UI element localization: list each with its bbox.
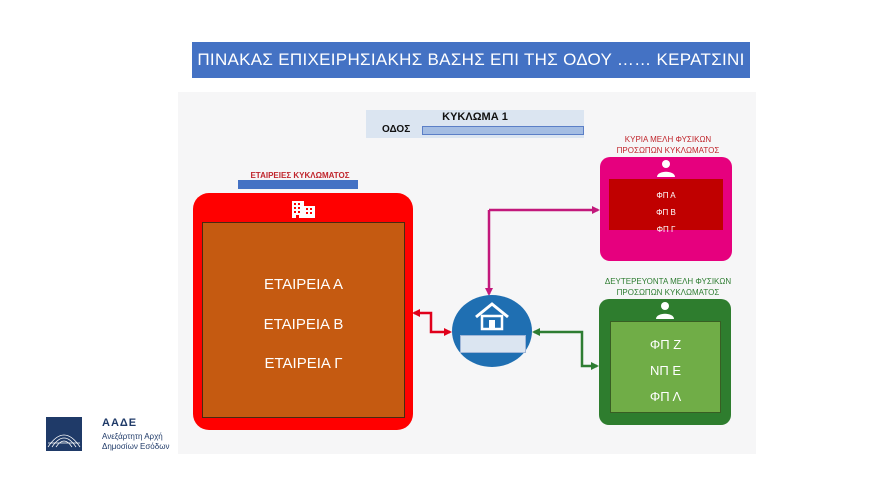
primary-member-item: ΦΠ Β: [656, 208, 676, 217]
circuit-title: ΚΥΚΛΩΜΑ 1: [442, 111, 508, 123]
hub-field: [460, 335, 526, 353]
secondary-members-label: ΔΕΥΤΕΡΕΥΟΝΤΑ ΜΕΛΗ ΦΥΣΙΚΩΝ ΠΡΟΣΩΠΩΝ ΚΥΚΛΩ…: [578, 276, 758, 298]
person-icon: [656, 302, 674, 319]
logo-name: ΑΑΔΕ: [102, 417, 138, 429]
road-label: ΟΔΟΣ: [382, 124, 411, 135]
secondary-members-list: ΦΠ Ζ ΝΠ Ε ΦΠ Λ: [610, 321, 721, 413]
circuit-header: ΚΥΚΛΩΜΑ 1 ΟΔΟΣ: [366, 110, 584, 138]
secondary-member-item: ΦΠ Λ: [649, 389, 682, 404]
primary-label-line1: ΚΥΡΙΑ ΜΕΛΗ ΦΥΣΙΚΩΝ: [624, 135, 712, 144]
aade-logo-icon: [46, 417, 82, 451]
companies-box: ΕΤΑΙΡΕΙΑ Α ΕΤΑΙΡΕΙΑ Β ΕΤΑΙΡΕΙΑ Γ: [193, 193, 413, 430]
road-field: [422, 126, 584, 135]
secondary-label-line1: ΔΕΥΤΕΡΕΥΟΝΤΑ ΜΕΛΗ ΦΥΣΙΚΩΝ: [604, 277, 732, 286]
logo-subtitle-line2: Δημοσίων Εσόδων: [102, 442, 170, 451]
secondary-member-item: ΝΠ Ε: [649, 363, 682, 378]
aade-logo: ΑΑΔΕ Ανεξάρτητη Αρχή Δημοσίων Εσόδων: [46, 417, 182, 457]
page-title: ΠΙΝΑΚΑΣ ΕΠΙΧΕΙΡΗΣΙΑΚΗΣ ΒΑΣΗΣ ΕΠΙ ΤΗΣ ΟΔΟ…: [192, 42, 750, 78]
company-item: ΕΤΑΙΡΕΙΑ Β: [263, 316, 344, 333]
companies-label-bar: [238, 180, 358, 189]
companies-list: ΕΤΑΙΡΕΙΑ Α ΕΤΑΙΡΕΙΑ Β ΕΤΑΙΡΕΙΑ Γ: [202, 222, 405, 418]
company-item: ΕΤΑΙΡΕΙΑ Α: [264, 276, 343, 293]
house-icon: [475, 302, 509, 331]
person-icon: [657, 160, 675, 177]
primary-member-item: ΦΠ Γ: [656, 225, 676, 234]
logo-subtitle-line1: Ανεξάρτητη Αρχή: [102, 432, 163, 441]
building-icon: [292, 201, 315, 218]
primary-members-box: ΦΠ Α ΦΠ Β ΦΠ Γ: [600, 157, 732, 261]
secondary-label-line2: ΠΡΟΣΩΠΩΝ ΚΥΚΛΩΜΑΤΟΣ: [616, 288, 720, 297]
hub-circle: [452, 295, 532, 367]
arrow-companies-hub: [412, 309, 452, 336]
primary-label-line2: ΠΡΟΣΩΠΩΝ ΚΥΚΛΩΜΑΤΟΣ: [616, 146, 720, 155]
primary-members-list: ΦΠ Α ΦΠ Β ΦΠ Γ: [609, 179, 723, 234]
arrow-hub-secondary: [532, 328, 599, 370]
companies-label: ΕΤΑΙΡΕΙΕΣ ΚΥΚΛΩΜΑΤΟΣ: [250, 171, 350, 180]
secondary-members-box: ΦΠ Ζ ΝΠ Ε ΦΠ Λ: [599, 299, 731, 425]
secondary-member-item: ΦΠ Ζ: [649, 337, 682, 352]
primary-members-label: ΚΥΡΙΑ ΜΕΛΗ ΦΥΣΙΚΩΝ ΠΡΟΣΩΠΩΝ ΚΥΚΛΩΜΑΤΟΣ: [596, 134, 740, 156]
primary-member-item: ΦΠ Α: [656, 191, 676, 200]
company-item: ΕΤΑΙΡΕΙΑ Γ: [264, 355, 343, 372]
